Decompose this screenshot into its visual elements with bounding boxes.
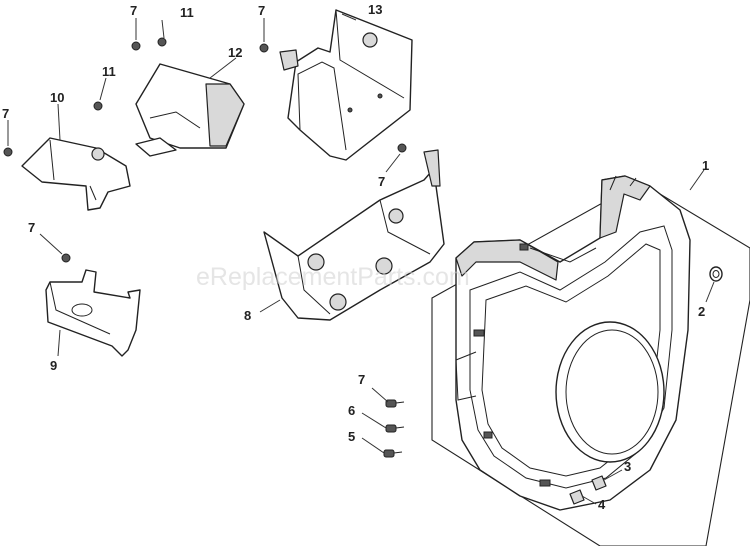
housing-opening: [555, 321, 665, 463]
lower-baffle[interactable]: [263, 149, 445, 321]
screw-11-upper[interactable]: [157, 37, 167, 47]
callout-10: 10: [50, 90, 64, 105]
lower-plate[interactable]: [45, 269, 141, 357]
screw-7-baffle[interactable]: [397, 143, 407, 153]
left-bracket[interactable]: [21, 137, 131, 211]
callout-4: 4: [598, 497, 606, 512]
callout-7-lower: 7: [358, 372, 365, 387]
upper-shroud[interactable]: [279, 9, 413, 161]
screw-7-lower-left[interactable]: [61, 253, 71, 263]
screw-7-lower[interactable]: [385, 399, 405, 408]
screw-11-left[interactable]: [93, 101, 103, 111]
callout-6: 6: [348, 403, 355, 418]
screw-7-left[interactable]: [3, 147, 13, 157]
clip-nut-3[interactable]: [591, 475, 607, 491]
screw-5[interactable]: [383, 449, 403, 458]
upper-bracket[interactable]: [135, 63, 245, 157]
callout-8: 8: [244, 308, 251, 323]
callout-11-upper: 11: [180, 5, 194, 20]
callout-7-lower-left: 7: [28, 220, 35, 235]
grommet[interactable]: [709, 266, 723, 282]
callout-7-top-left: 7: [130, 3, 137, 18]
callout-7-left: 7: [2, 106, 9, 121]
callout-7-baffle: 7: [378, 174, 385, 189]
watermark: eReplacementParts.com: [196, 263, 470, 291]
callout-3: 3: [624, 459, 631, 474]
blower-housing[interactable]: [455, 175, 691, 511]
clip-nut-4[interactable]: [569, 489, 585, 505]
callout-12: 12: [228, 45, 242, 60]
callout-11-left: 11: [102, 64, 116, 79]
screw-6[interactable]: [385, 424, 405, 433]
callout-13: 13: [368, 2, 382, 17]
callout-7-shroud: 7: [258, 3, 265, 18]
callout-2: 2: [698, 304, 705, 319]
callout-9: 9: [50, 358, 57, 373]
callout-1: 1: [702, 158, 709, 173]
callout-labels: 1 2 3 4 5 6 7 7 7 7 7 7 8 9 10 11 11 12 …: [2, 2, 709, 512]
screw-7-top-left[interactable]: [131, 41, 141, 51]
callout-5: 5: [348, 429, 355, 444]
leader-lines: [7, 13, 715, 505]
screw-7-shroud[interactable]: [259, 43, 269, 53]
